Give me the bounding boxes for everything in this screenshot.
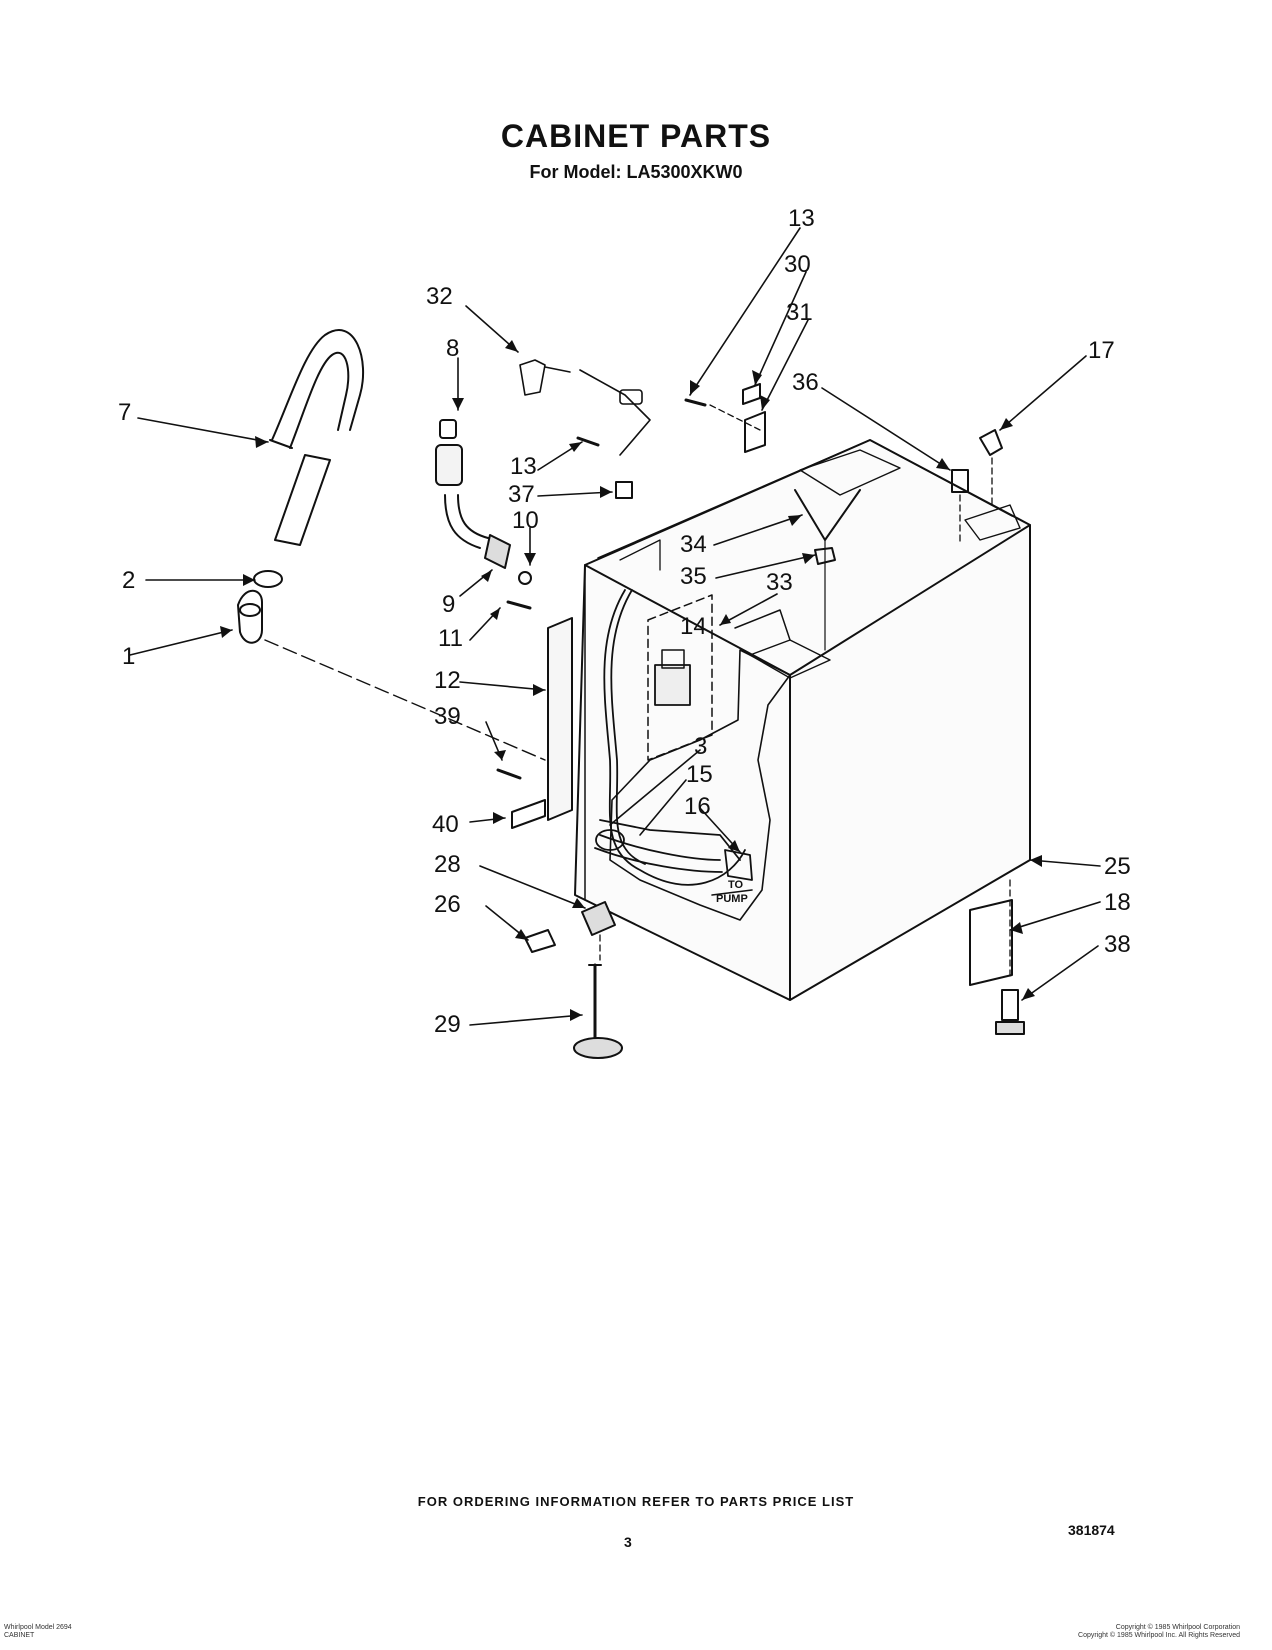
callout-35: 35 bbox=[680, 563, 707, 590]
rear-leg-bolt bbox=[995, 989, 1025, 1035]
callout-8: 8 bbox=[446, 335, 459, 362]
callout-39: 39 bbox=[434, 703, 461, 730]
callout-10: 10 bbox=[512, 507, 539, 534]
inlet-elbow bbox=[237, 589, 263, 644]
callout-11: 11 bbox=[438, 625, 463, 652]
callout-12: 12 bbox=[434, 667, 461, 694]
copyright-line1: Copyright © 1985 Whirlpool Corporation bbox=[1115, 1624, 1240, 1631]
clip bbox=[511, 799, 546, 829]
support-35 bbox=[814, 547, 836, 565]
hose-clamp bbox=[253, 570, 283, 588]
callout-13a: 13 bbox=[788, 205, 815, 232]
page-title: CABINET PARTS bbox=[500, 118, 772, 154]
rear-bracket bbox=[969, 899, 1013, 986]
drain-hose bbox=[269, 329, 365, 546]
internal-hoses bbox=[594, 829, 753, 881]
bracket-30 bbox=[742, 383, 761, 405]
callout-28: 28 bbox=[434, 851, 461, 878]
callout-3: 3 bbox=[694, 733, 707, 760]
copyright-line2: Copyright © 1985 Whirlpool Inc. All Righ… bbox=[1078, 1632, 1240, 1639]
callout-29: 29 bbox=[434, 1011, 461, 1038]
side-panel bbox=[547, 617, 573, 821]
clip-17 bbox=[979, 429, 1003, 456]
left-note-line1: Whirlpool Model 2694 bbox=[4, 1624, 72, 1631]
leg-clip bbox=[524, 929, 556, 953]
callout-arrowheads bbox=[220, 340, 1042, 1021]
callout-1: 1 bbox=[122, 643, 135, 670]
callout-37: 37 bbox=[508, 481, 535, 508]
callout-31: 31 bbox=[786, 299, 813, 326]
callout-26: 26 bbox=[434, 891, 461, 918]
footer-left-note: Whirlpool Model 2694 CABINET bbox=[4, 1624, 72, 1640]
wire-harness bbox=[519, 359, 651, 456]
document-number: 381874 bbox=[1068, 1522, 1115, 1538]
pressure-switch-box bbox=[647, 594, 791, 761]
callout-36: 36 bbox=[792, 369, 819, 396]
callout-25: 25 bbox=[1104, 853, 1131, 880]
callout-40: 40 bbox=[432, 811, 459, 838]
ordering-info: FOR ORDERING INFORMATION REFER TO PARTS … bbox=[417, 1494, 855, 1509]
screw-mid bbox=[576, 436, 600, 447]
callout-labels: 13 30 31 32 8 17 7 36 13 37 10 2 34 35 3… bbox=[118, 205, 1131, 1038]
grommet bbox=[615, 481, 633, 499]
callout-15: 15 bbox=[686, 761, 713, 788]
screw-top bbox=[684, 398, 707, 407]
footer-copyright: Copyright © 1985 Whirlpool Corporation C… bbox=[1000, 1624, 1240, 1640]
model-subtitle: For Model: LA5300XKW0 bbox=[529, 162, 743, 182]
callout-14: 14 bbox=[680, 613, 707, 640]
fastener-36 bbox=[951, 469, 969, 493]
callout-38: 38 bbox=[1104, 931, 1131, 958]
page-number: 3 bbox=[624, 1534, 632, 1550]
cabinet-body bbox=[574, 439, 1031, 1001]
callout-33: 33 bbox=[766, 569, 793, 596]
screw bbox=[506, 600, 532, 610]
water-fitting bbox=[435, 419, 463, 486]
callout-9: 9 bbox=[442, 591, 455, 618]
callout-17: 17 bbox=[1088, 337, 1115, 364]
callout-34: 34 bbox=[680, 531, 707, 558]
fill-hose bbox=[444, 494, 511, 569]
bracket-31 bbox=[744, 411, 766, 453]
callout-18: 18 bbox=[1104, 889, 1131, 916]
screw-bottom bbox=[496, 768, 522, 780]
leveling-leg bbox=[573, 901, 623, 1059]
callout-16: 16 bbox=[684, 793, 711, 820]
callout-7: 7 bbox=[118, 399, 131, 426]
pump-note-line2: PUMP bbox=[716, 893, 748, 905]
callout-leaders bbox=[129, 227, 1101, 1026]
callout-13b: 13 bbox=[510, 453, 537, 480]
pump-note-line1: TO bbox=[728, 879, 744, 891]
callout-2: 2 bbox=[122, 567, 135, 594]
left-note-line2: CABINET bbox=[4, 1632, 35, 1639]
callout-32: 32 bbox=[426, 283, 453, 310]
washer bbox=[518, 571, 532, 585]
callout-30: 30 bbox=[784, 251, 811, 278]
